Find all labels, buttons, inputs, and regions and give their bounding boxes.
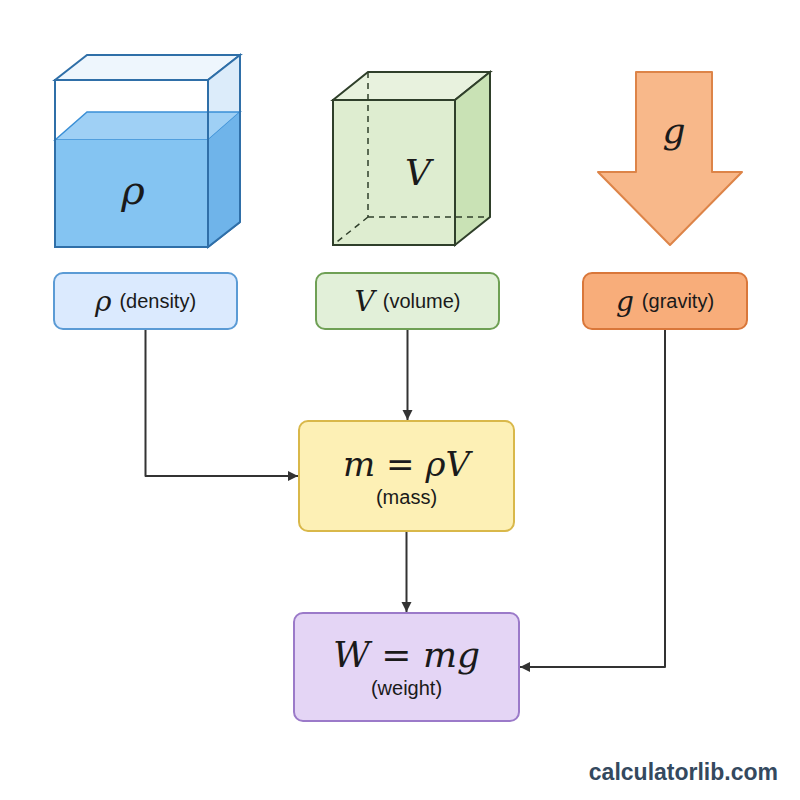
watermark: calculatorlib.com (589, 759, 778, 786)
formula-box: m = ρV(mass) (298, 420, 515, 532)
quantity-box: g (gravity) (582, 272, 748, 330)
quantity-box: ρ (density) (53, 272, 238, 330)
gravity-arrow (598, 72, 742, 245)
text-group: W = mg(weight) (333, 634, 480, 700)
flow-arrow (406, 532, 408, 612)
formula-text: g (616, 285, 634, 318)
density-symbol: ρ (121, 167, 145, 213)
gravity-symbol: g (662, 110, 685, 151)
formula-text: ρ (95, 285, 111, 318)
text-group: ρ (density) (95, 285, 196, 318)
quantity-box: V (volume) (315, 272, 500, 330)
formula-text: W = mg (333, 634, 480, 675)
quantity-name: (mass) (376, 486, 437, 509)
text-group: m = ρV(mass) (343, 444, 470, 509)
formula-box: W = mg(weight) (293, 612, 520, 722)
flow-arrow (146, 330, 299, 476)
formula-text: V (354, 285, 374, 318)
volume-cube (333, 72, 490, 245)
quantity-name: (volume) (383, 290, 461, 313)
formula-text: m = ρV (343, 444, 470, 484)
volume-symbol: V (405, 152, 431, 193)
text-group: g (gravity) (616, 285, 714, 318)
flow-arrow (520, 330, 665, 667)
quantity-name: (density) (119, 290, 196, 313)
quantity-name: (weight) (371, 677, 442, 700)
text-group: V (volume) (354, 285, 460, 318)
density-tank (55, 55, 240, 247)
quantity-name: (gravity) (642, 290, 714, 313)
flow-arrow (407, 330, 409, 420)
